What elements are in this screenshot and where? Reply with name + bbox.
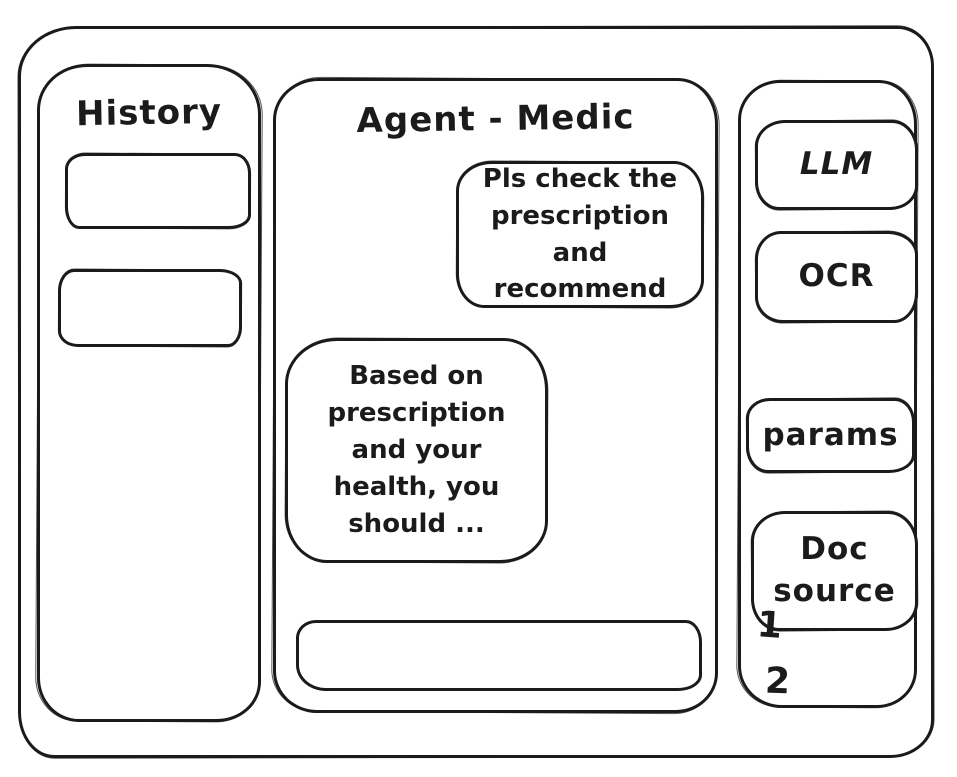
ocr-button[interactable]: OCR xyxy=(755,231,918,323)
history-item[interactable] xyxy=(58,269,242,347)
history-item[interactable] xyxy=(65,153,251,229)
agent-message-bubble: Based on prescription and your health, y… xyxy=(285,338,548,563)
history-title: History xyxy=(75,91,223,135)
window-frame xyxy=(18,26,934,758)
params-button[interactable]: params xyxy=(746,398,915,473)
chat-panel: Agent - Medic Pls check the prescription… xyxy=(273,78,718,713)
annotation-2: 2 xyxy=(764,660,791,703)
user-message-bubble: Pls check the prescription and recommend xyxy=(456,161,704,308)
history-panel: History xyxy=(37,64,261,722)
chat-title: Agent - Medic xyxy=(356,97,635,141)
doc-source-button[interactable]: Doc source xyxy=(751,511,918,631)
annotation-1: 1 xyxy=(755,604,784,647)
message-input[interactable] xyxy=(296,620,702,691)
tools-panel: LLM OCR params Doc source 1 2 xyxy=(738,80,918,708)
llm-button[interactable]: LLM xyxy=(755,120,918,210)
